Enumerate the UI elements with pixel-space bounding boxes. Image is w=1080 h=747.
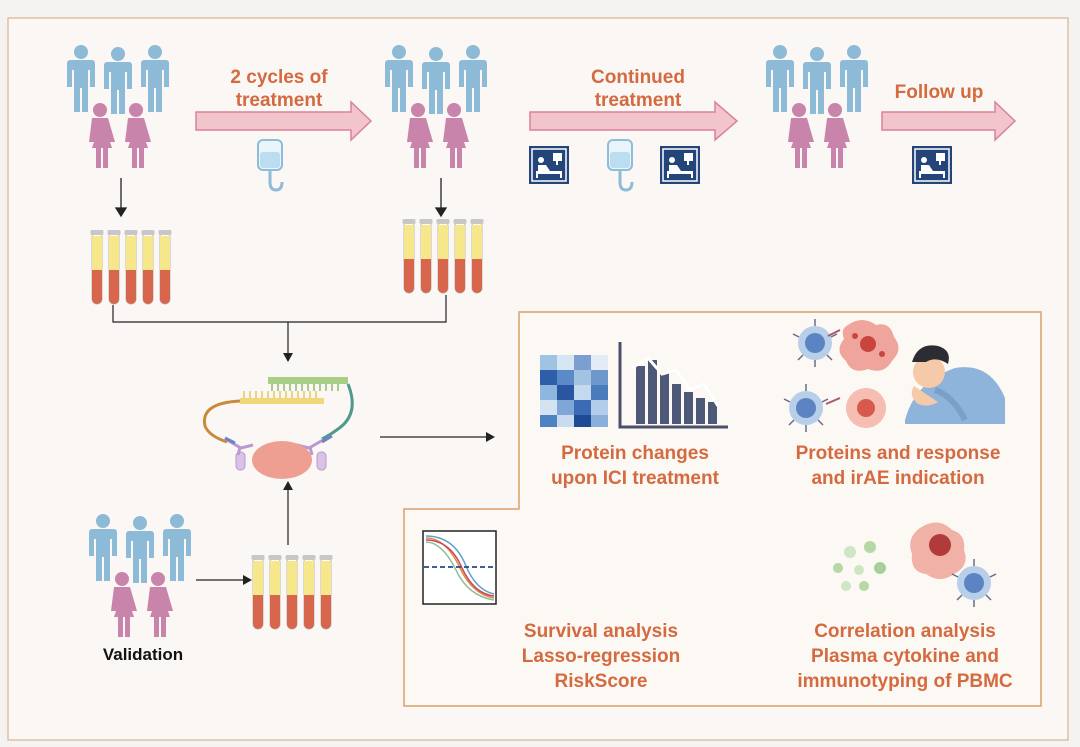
step1-label-line2: treatment [236,90,323,111]
tumor-cell-icon [839,320,899,428]
response-line1: Proteins and response [796,443,1001,464]
step2-label-line2: treatment [595,90,682,111]
arrow-follow-up [881,100,1017,142]
heatmap-icon [540,355,608,427]
correlation-line1: Correlation analysis [814,621,996,642]
correlation-line3: immunotyping of PBMC [797,671,1013,692]
arrow-two-cycles [195,100,373,142]
correlation-line2: Plasma cytokine and [811,646,999,667]
survival-line1: Survival analysis [524,621,678,642]
protein-changes-line1: Protein changes [561,443,709,464]
cytokine-dots-icon [833,541,886,591]
antibody-assay-icon [202,377,354,479]
survival-line3: RiskScore [555,671,648,692]
survival-line2: Lasso-regression [522,646,680,667]
hospital-bed-icon [911,145,953,185]
bar-trend-icon [618,342,728,429]
hospital-bed-icon [528,145,570,185]
step2-label-line1: Continued [591,67,685,88]
validation-label: Validation [103,645,183,664]
step3-label: Follow up [895,82,984,103]
step1-label-line1: 2 cycles of [230,67,328,88]
patient-coughing-icon [905,345,1005,424]
survival-curve-icon [422,530,497,605]
response-line2: and irAE indication [811,468,984,489]
protein-changes-line2: upon ICI treatment [551,468,720,489]
tumor-cell-icon [910,522,966,579]
hospital-bed-icon [659,145,701,185]
arrow-continued-treatment [529,100,739,142]
